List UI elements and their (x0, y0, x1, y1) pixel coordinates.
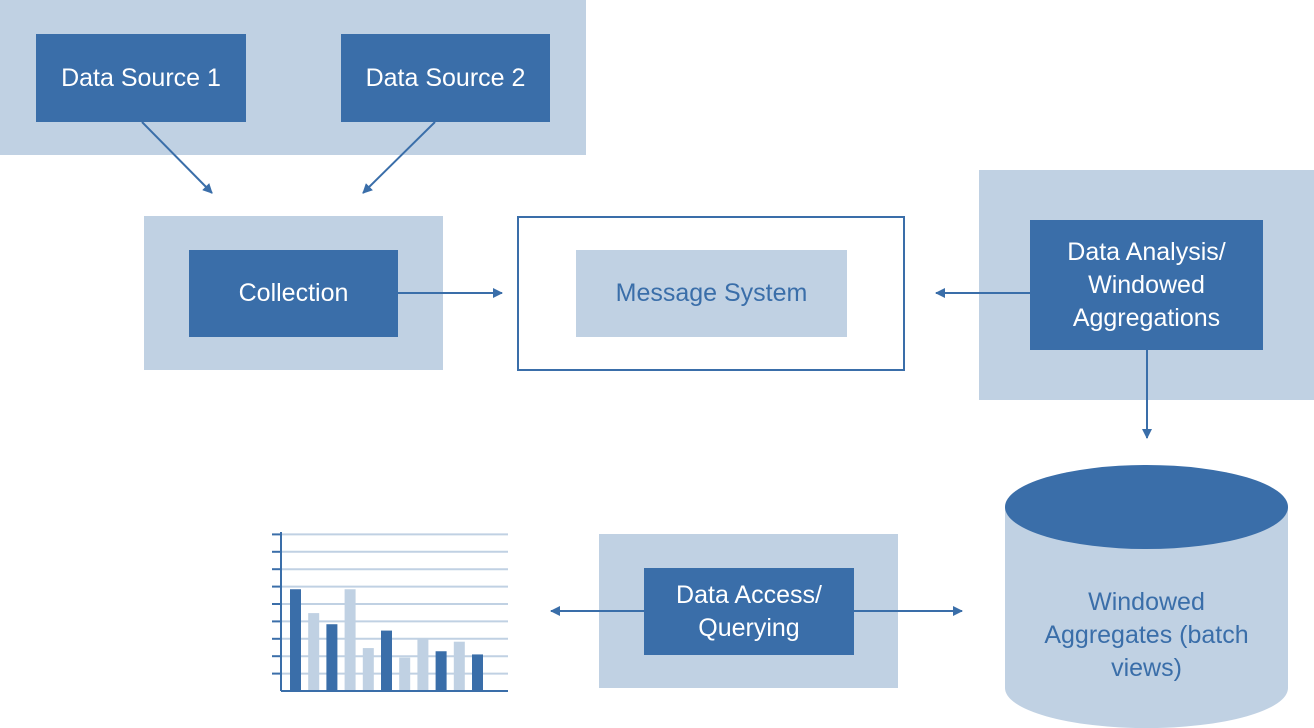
chart-bar (435, 651, 447, 691)
chart-bar (362, 648, 374, 691)
data-source-1-node[interactable]: Data Source 1 (36, 34, 246, 122)
chart-bar (453, 641, 465, 691)
data-analysis-node[interactable]: Data Analysis/ Windowed Aggregations (1030, 220, 1263, 350)
chart-bar (290, 589, 301, 691)
collection-node[interactable]: Collection (189, 250, 398, 337)
message-system-group (517, 216, 905, 371)
chart-bar (381, 630, 392, 691)
arrow-source2-to-collection (362, 121, 436, 194)
bar-chart-icon (272, 532, 508, 692)
message-system-node[interactable]: Message System (576, 250, 847, 337)
data-source-2-node[interactable]: Data Source 2 (341, 34, 550, 122)
storage-label: Windowed Aggregates (batch views) (1044, 587, 1249, 682)
chart-bar (472, 654, 483, 691)
arrow-source1-to-collection (141, 121, 213, 194)
data-access-node[interactable]: Data Access/ Querying (644, 568, 854, 655)
chart-bar (417, 638, 429, 691)
chart-bar (399, 657, 411, 691)
chart-bar (326, 624, 338, 691)
chart-bar (344, 589, 356, 691)
storage-cylinder (1005, 465, 1288, 728)
chart-bar (308, 613, 320, 691)
